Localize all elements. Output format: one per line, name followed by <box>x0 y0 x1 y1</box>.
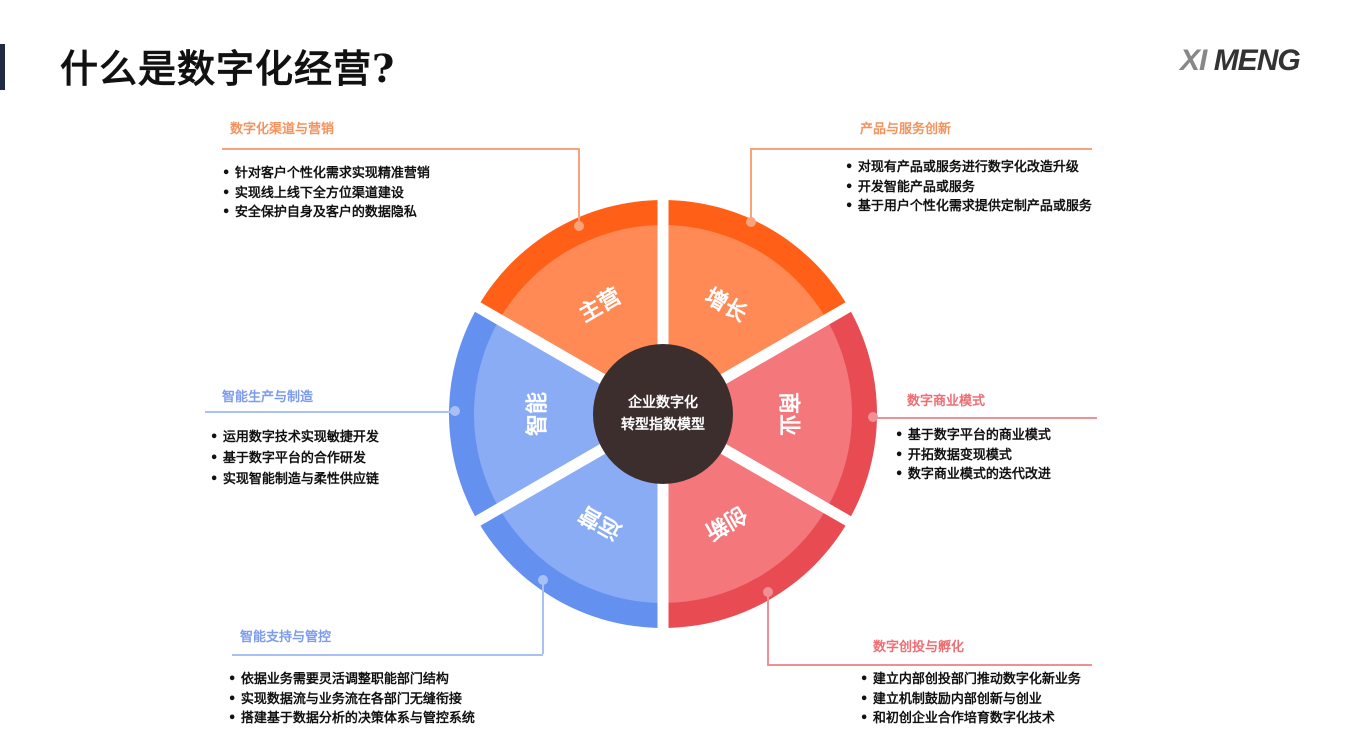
list-item: 搭建基于数据分析的决策体系与管控系统 <box>228 709 475 729</box>
list-item: 基于数字平台的合作研发 <box>210 448 379 469</box>
connector-dot <box>538 575 548 585</box>
connector-dot <box>868 412 878 422</box>
segment-5 <box>473 319 663 509</box>
connector-dot <box>450 406 460 416</box>
segment-2 <box>663 319 852 509</box>
list-item: 对现有产品或服务进行数字化改造升级 <box>845 158 1092 178</box>
section-heading-channel: 数字化渠道与营销 <box>230 122 335 137</box>
title-accent-bar <box>0 44 5 90</box>
list-item: 针对客户个性化需求实现精准营销 <box>222 164 430 184</box>
list-item: 实现数据流与业务流在各部门无缝衔接 <box>228 690 475 710</box>
connector-line <box>767 592 769 664</box>
connector-line <box>750 148 1092 150</box>
list-item: 开发智能产品或服务 <box>845 178 1092 198</box>
center-label-line1: 企业数字化 <box>627 394 698 411</box>
connector-dot <box>763 587 773 597</box>
list-item: 安全保护自身及客户的数据隐私 <box>222 203 430 223</box>
page-title: 什么是数字化经营? <box>60 46 396 91</box>
ximeng-logo: XI MENG <box>1180 44 1301 77</box>
list-item: 建立机制鼓励内部创新与创业 <box>860 690 1081 710</box>
list-item: 数字商业模式的迭代改进 <box>895 465 1051 485</box>
center-label-line2: 转型指数模型 <box>621 416 705 433</box>
list-item: 实现智能制造与柔性供应链 <box>210 469 379 490</box>
connector-line <box>222 148 579 150</box>
section-list-manufacturing: 运用数字技术实现敏捷开发 基于数字平台的合作研发 实现智能制造与柔性供应链 <box>210 427 379 490</box>
list-item: 基于用户个性化需求提供定制产品或服务 <box>845 197 1092 217</box>
list-item: 开拓数据变现模式 <box>895 446 1051 466</box>
section-list-channel: 针对客户个性化需求实现精准营销 实现线上线下全方位渠道建设 安全保护自身及客户的… <box>222 164 430 223</box>
connector-dot <box>746 217 756 227</box>
segment-label: 商业 <box>776 392 802 436</box>
section-heading-product: 产品与服务创新 <box>860 122 952 137</box>
list-item: 基于数字平台的商业模式 <box>895 426 1051 446</box>
section-heading-manufacturing: 智能生产与制造 <box>222 390 314 405</box>
connector-line <box>750 148 752 222</box>
connector-line <box>767 664 1092 666</box>
list-item: 建立内部创投部门推动数字化新业务 <box>860 670 1081 690</box>
connector-line <box>205 411 455 413</box>
connector-line <box>232 654 543 656</box>
list-item: 和初创企业合作培育数字化技术 <box>860 709 1081 729</box>
list-item: 实现线上线下全方位渠道建设 <box>222 184 430 204</box>
section-list-venture: 建立内部创投部门推动数字化新业务 建立机制鼓励内部创新与创业 和初创企业合作培育… <box>860 670 1081 729</box>
connector-dot <box>574 221 584 231</box>
connector-line <box>873 417 1097 419</box>
section-heading-venture: 数字创投与孵化 <box>873 640 965 655</box>
section-heading-business: 数字商业模式 <box>907 394 986 409</box>
section-heading-support: 智能支持与管控 <box>240 630 332 645</box>
list-item: 运用数字技术实现敏捷开发 <box>210 427 379 448</box>
connector-line <box>542 580 544 654</box>
section-list-business: 基于数字平台的商业模式 开拓数据变现模式 数字商业模式的迭代改进 <box>895 426 1051 485</box>
section-list-product: 对现有产品或服务进行数字化改造升级 开发智能产品或服务 基于用户个性化需求提供定… <box>845 158 1092 217</box>
segment-label: 智能 <box>525 392 551 436</box>
section-list-support: 依据业务需要灵活调整职能部门结构 实现数据流与业务流在各部门无缝衔接 搭建基于数… <box>228 670 475 729</box>
connector-line <box>578 148 580 226</box>
center-circle <box>593 344 733 484</box>
list-item: 依据业务需要灵活调整职能部门结构 <box>228 670 475 690</box>
